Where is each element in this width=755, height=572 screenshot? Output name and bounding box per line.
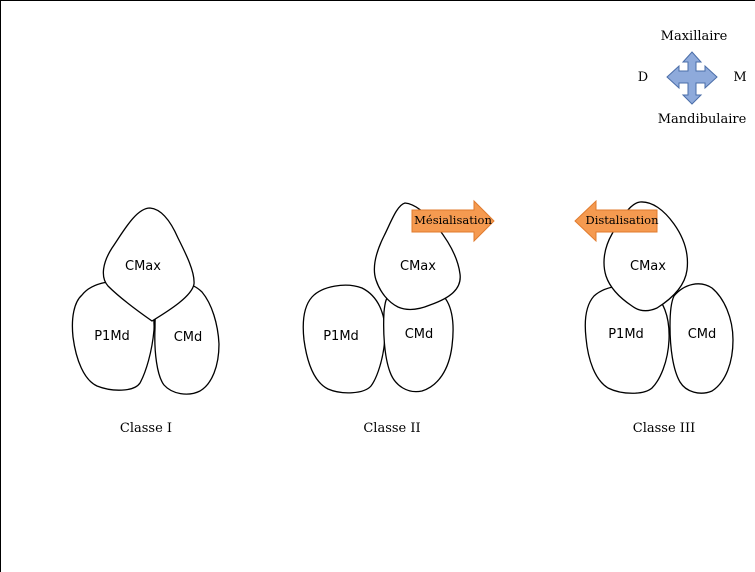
class-1-cmax-label: CMax (125, 259, 161, 274)
orientation-top-label: Maxillaire (661, 29, 728, 44)
class-1-cmd-label: CMd (174, 330, 203, 345)
orientation-compass: Maxillaire D M Mandibulaire (638, 29, 747, 127)
class-3-cmd-label: CMd (688, 327, 717, 342)
four-way-arrow-icon (666, 51, 718, 105)
orientation-right-label: M (733, 70, 746, 85)
class-3-group: CMax P1Md CMd Classe III Distalisation (574, 199, 734, 436)
mesialisation-arrow-icon (411, 199, 495, 243)
class-2-cmax-label: CMax (400, 259, 436, 274)
class-2-group: CMax P1Md CMd Classe II Mésialisation (302, 199, 495, 436)
distalisation-label: Distalisation (585, 213, 659, 227)
class-1-group: CMax P1Md CMd Classe I (71, 207, 220, 436)
class-1-caption: Classe I (120, 421, 172, 436)
class-3-caption: Classe III (633, 421, 695, 436)
class-1-cmd-tooth (154, 282, 220, 395)
class-2-caption: Classe II (363, 421, 420, 436)
class-3-cmd-tooth (669, 283, 734, 394)
class-1-p1md-label: P1Md (94, 329, 130, 344)
distalisation-arrow-icon (574, 199, 658, 243)
mesialisation-label: Mésialisation (414, 213, 492, 227)
class-3-cmax-label: CMax (630, 259, 666, 274)
orientation-bottom-label: Mandibulaire (658, 112, 747, 127)
orientation-left-label: D (638, 70, 648, 85)
class-2-p1md-label: P1Md (323, 329, 359, 344)
class-1-cmax-tooth (102, 207, 195, 322)
class-2-p1md-tooth (302, 284, 386, 394)
class-3-p1md-label: P1Md (608, 327, 644, 342)
class-2-cmd-label: CMd (405, 327, 434, 342)
